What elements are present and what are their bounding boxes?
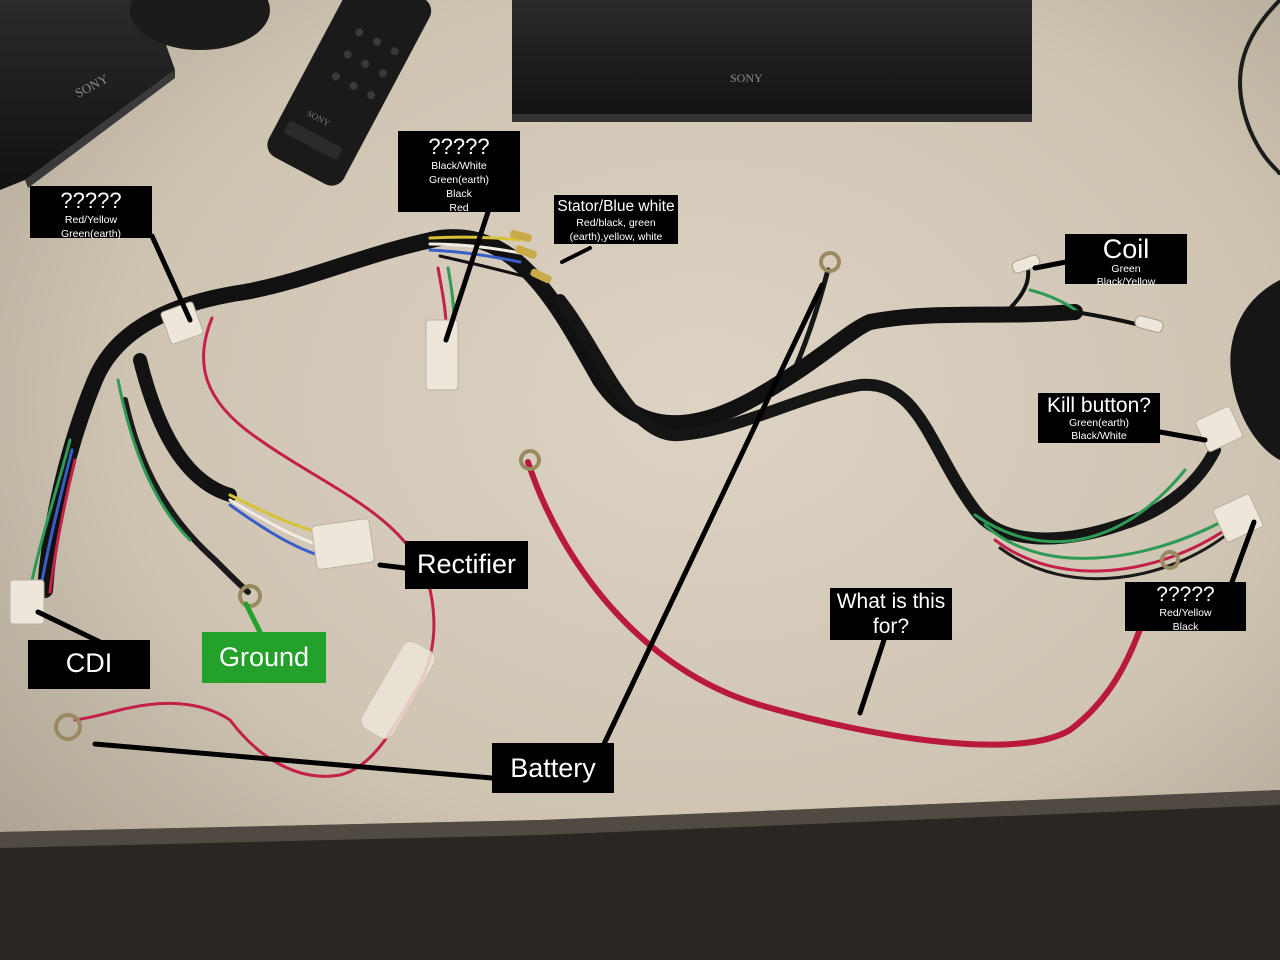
pointer-coil <box>1032 259 1069 271</box>
annotation-stator: Stator/Blue white Red/black, green (eart… <box>554 195 678 244</box>
strand-red-right <box>993 526 1230 573</box>
annotation-line: Black/White <box>1071 430 1127 442</box>
ring-terminal-ground <box>238 584 262 608</box>
strand-red-mid <box>436 266 448 324</box>
pointer-cdi <box>35 609 103 645</box>
tv-remote: SONY <box>267 0 432 186</box>
annotation-cdi: CDI <box>28 640 150 689</box>
strand-yellow-stator <box>428 235 522 242</box>
ring-terminal-top <box>819 251 841 273</box>
annotation-cdi-connector: ????? Red/Yellow Green(earth) <box>30 186 152 240</box>
harness-wires <box>28 229 1232 778</box>
strand-white-rect <box>228 498 320 547</box>
ring-terminals <box>54 251 1180 741</box>
rectifier-plug <box>311 518 375 570</box>
fuse-holder <box>360 640 436 740</box>
ring-terminal-right <box>1160 550 1180 570</box>
pointer-right-connector <box>1229 519 1257 585</box>
annotation-kill-button: Kill button? Green(earth) Black/White <box>1038 393 1160 443</box>
annotation-line: Red/black, green <box>576 217 656 229</box>
left-plug <box>160 301 204 345</box>
strand-blue-rect <box>228 503 320 557</box>
stator-terminal-3 <box>530 268 552 284</box>
annotation-ground: Ground <box>202 632 326 683</box>
pointer-rectifier <box>377 562 408 571</box>
pointer-whatfor <box>857 637 887 716</box>
annotation-title: Kill button? <box>1047 394 1151 417</box>
strand-green-ground <box>116 378 192 542</box>
annotation-line: Red/Yellow <box>1159 607 1212 619</box>
sony-box-center: SONY <box>512 0 1032 122</box>
annotation-line: Green(earth) <box>60 228 122 240</box>
strand-blue-stator <box>428 248 522 264</box>
cable-top-right <box>1238 0 1280 176</box>
annotation-title: ????? <box>60 188 122 213</box>
annotation-battery: Battery <box>492 743 614 793</box>
annotation-line: Black/White <box>431 160 487 172</box>
strand-green-cdi <box>28 438 72 592</box>
annotation-line: Green(earth) <box>428 174 490 186</box>
strand-green-right <box>983 518 1227 560</box>
strand-yellow-rect <box>228 493 320 534</box>
middle-plug <box>425 319 459 391</box>
annotation-line: Green <box>1111 263 1141 275</box>
annotation-lines <box>35 209 1257 781</box>
ring-terminal-red <box>519 449 541 471</box>
strand-black-coil <box>1073 310 1142 327</box>
connectors <box>9 229 1264 740</box>
annotation-title: ????? <box>1156 583 1215 606</box>
strand-black-stator <box>438 254 547 284</box>
sony-logo-center: SONY <box>730 71 763 85</box>
coil-terminal-1 <box>1011 254 1041 274</box>
annotation-line: Black <box>446 188 472 200</box>
annotation-right-connector: ????? Red/Yellow Black <box>1125 582 1246 633</box>
pointer-battery-left <box>92 741 495 781</box>
cdi-plug <box>9 579 45 625</box>
annotation-what-is-this-for: What is this for? <box>830 588 952 640</box>
pointer-ground <box>243 601 263 635</box>
object-top-left <box>130 0 270 50</box>
strand-black-right <box>998 530 1232 581</box>
annotation-middle-connector: ????? Black/White Green(earth) Black Red <box>398 131 520 214</box>
annotation-coil: Coil Green Black/Yellow <box>1065 234 1187 288</box>
annotation-rectifier: Rectifier <box>405 541 528 589</box>
ring-terminal-battery <box>54 713 82 741</box>
strand-red-cdi <box>48 458 77 594</box>
annotation-line: Green(earth) <box>1068 417 1130 429</box>
annotation-line: Red <box>449 202 469 214</box>
annotation-line: Black <box>1172 621 1199 633</box>
stator-terminal-1 <box>510 229 532 243</box>
black-wire-ground <box>122 397 251 595</box>
annotation-line: (earth),yellow, white <box>569 231 663 243</box>
pointer-middle-connector <box>443 209 491 343</box>
stator-terminal-2 <box>515 245 537 259</box>
annotation-title: ????? <box>428 134 490 159</box>
main-harness <box>37 229 1083 598</box>
pointer-stator <box>560 246 592 264</box>
object-right-edge <box>1230 280 1280 460</box>
floor-shadow-2 <box>0 790 1280 848</box>
strand-blue-cdi <box>38 448 74 594</box>
annotation-line: Black/Yellow <box>1096 276 1156 288</box>
pointer-kill <box>1157 429 1208 443</box>
strand-black-coil-2 <box>998 268 1031 320</box>
annotation-title: Coil <box>1102 234 1150 264</box>
strand-green-kill <box>973 468 1187 544</box>
harness-branch-rectifier <box>133 353 237 502</box>
red-wire-long <box>525 459 1148 748</box>
sony-box-left: SONY <box>0 0 175 190</box>
pointer-cdi-connector <box>149 233 193 323</box>
annotation-line: Red/Yellow <box>64 214 118 226</box>
annotation-title: Stator/Blue white <box>557 198 675 215</box>
coil-terminal-2 <box>1134 315 1164 333</box>
pointer-battery-top <box>601 282 825 747</box>
